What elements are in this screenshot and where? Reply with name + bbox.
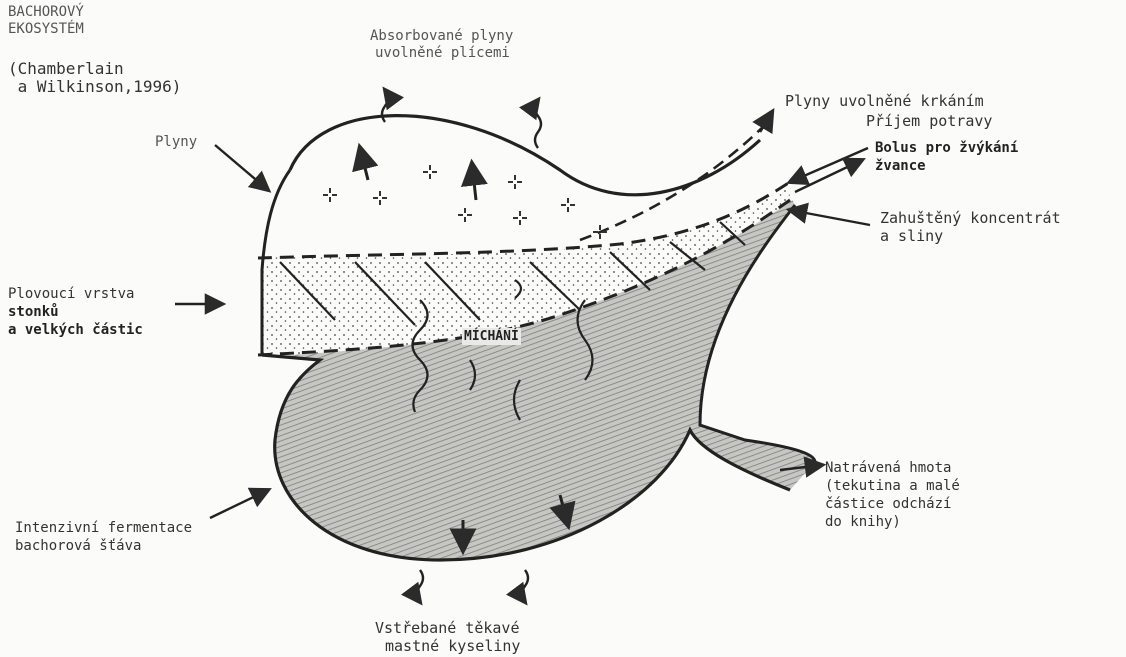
food-intake-label: Příjem potravy [866, 113, 992, 130]
vfa-label-2: mastné kyseliny [385, 638, 520, 655]
digesta-label-2: (tekutina a malé [825, 478, 960, 495]
digesta-label-1: Natrávená hmota [825, 460, 951, 477]
citation-line1: (Chamberlain [8, 60, 124, 77]
fermentation-label-2: bachorová šťáva [15, 538, 141, 555]
digesta-label-4: do knihy) [825, 514, 901, 531]
gases-label: Plyny [155, 134, 197, 151]
absorbed-gas-label-2: uvolněné plícemi [375, 45, 510, 62]
absorbed-gas-label-1: Absorbované plyny [370, 28, 513, 45]
concentrate-label-2: a sliny [880, 228, 943, 245]
digesta-label-3: částice odchází [825, 496, 951, 513]
floating-mat-label-3: a velkých částic [8, 322, 143, 339]
floating-mat-label-1: Plovoucí vrstva [8, 286, 134, 303]
eructation-label: Plyny uvolněné krkáním [785, 93, 984, 110]
mixing-label: MÍCHÁNÍ [462, 328, 521, 345]
title-line1: BACHOROVÝ [8, 4, 84, 21]
title-line2: EKOSYSTÉM [8, 21, 84, 38]
bolus-label-1: Bolus pro žvýkání [875, 140, 1018, 157]
vfa-label-1: Vstřebané těkavé [375, 620, 520, 637]
fermentation-label-1: Intenzivní fermentace [15, 520, 192, 537]
citation-line2: a Wilkinson,1996) [8, 78, 181, 95]
floating-mat-label-2: stonků [8, 304, 59, 321]
bolus-label-2: žvance [875, 158, 926, 175]
eructation-arrow [760, 112, 772, 132]
vfa-absorption-arrows [417, 570, 528, 602]
concentrate-label-1: Zahuštěný koncentrát [880, 210, 1061, 227]
